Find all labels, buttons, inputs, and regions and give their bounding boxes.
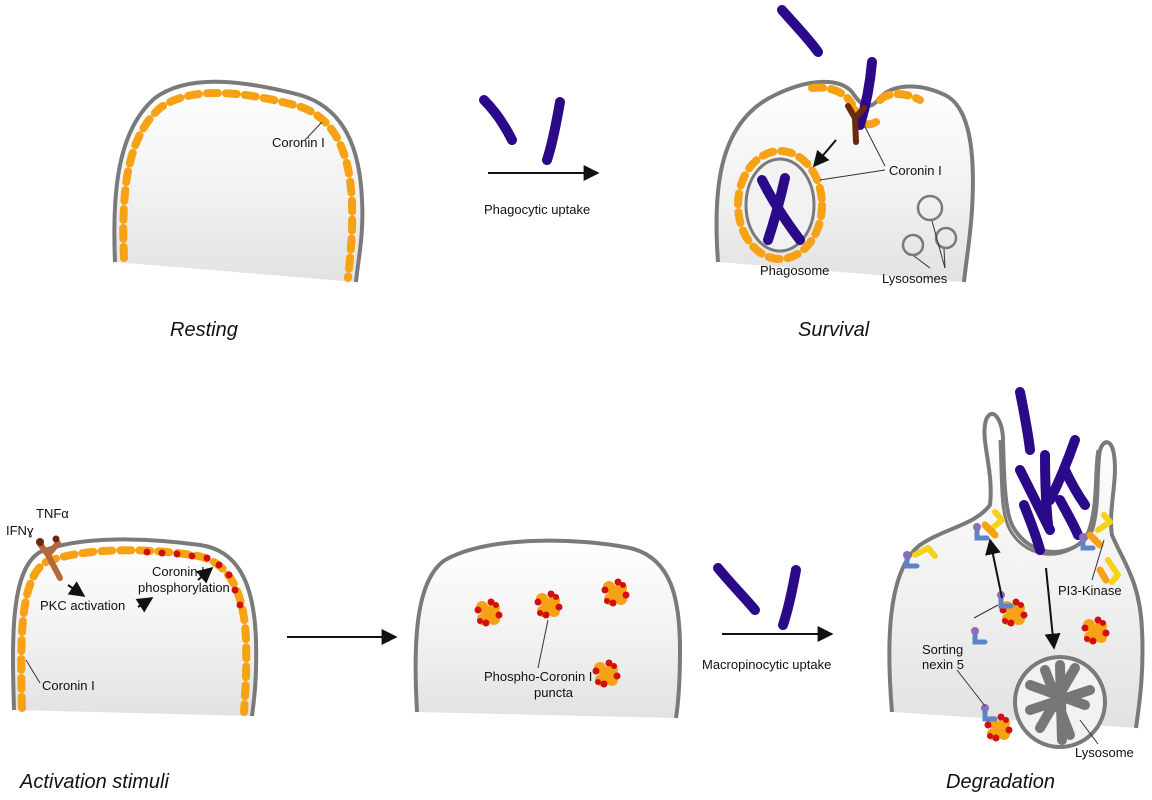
survival-coronin-leader [863, 124, 886, 167]
phagosome-label: Phagosome [760, 263, 829, 278]
phosphorylation-arrow [135, 597, 154, 613]
degraded-bacteria [1025, 660, 1095, 745]
bacterium-icon [542, 97, 565, 165]
bacterium-icon [777, 5, 823, 57]
activation-coronin-label: Coronin I [42, 678, 95, 693]
lysosome-leader [913, 255, 931, 269]
bacterium-icon [1019, 500, 1045, 555]
resting-panel: Coronin I Resting [112, 79, 365, 341]
survival-panel: Coronin I Phagosome Lysosomes Survival [714, 5, 975, 341]
phagocytic-label: Phagocytic uptake [484, 202, 590, 217]
snx-leader [973, 604, 999, 619]
puncta-label-1: Phospho-Coronin I [484, 669, 592, 684]
snx-label-1: Sorting [922, 642, 963, 657]
lysosome-leader [943, 248, 946, 269]
resting-cell-membrane [112, 79, 365, 283]
pi3k-leader [1091, 539, 1105, 581]
phosphorylation-label-1: Coronin I [152, 564, 205, 579]
receptor-icon [845, 103, 867, 145]
recycling-arrow [985, 538, 1003, 599]
survival-title: Survival [798, 319, 870, 341]
puncta-panel: Phospho-Coronin I puncta [413, 538, 683, 719]
pkc-arrow [67, 581, 86, 597]
survival-coronin-leader [819, 169, 886, 181]
bacterium-icon [1040, 450, 1053, 530]
lysosome-icon [934, 226, 958, 250]
pi3k-complex-icon [903, 545, 938, 566]
phagocytic-transition: Phagocytic uptake [479, 95, 600, 217]
internalization-arrow [812, 139, 837, 168]
lysosome-label: Lysosome [1075, 745, 1134, 760]
resting-coronin-leader [304, 121, 323, 141]
bacterium-icon [1015, 387, 1035, 455]
survival-coronin-label: Coronin I [889, 163, 942, 178]
phagosome-coronin-coat [734, 147, 826, 263]
macropinosome-lumen [998, 439, 1100, 556]
pi3k-label: PI3-Kinase [1058, 583, 1122, 598]
ifn-label: IFNɣ [6, 523, 34, 538]
lysosome-icon [901, 233, 925, 257]
macropinocytic-transition: Macropinocytic uptake [702, 563, 834, 672]
pi3k-complex-icon [1079, 512, 1113, 548]
lysosomes-label: Lysosomes [882, 271, 948, 286]
tnf-label: TNFα [36, 506, 69, 521]
pi3k-complex-icon [973, 509, 1005, 538]
lysosome-icon [916, 194, 944, 222]
puncta-label-2: puncta [534, 685, 574, 700]
macropinocytic-label: Macropinocytic uptake [702, 657, 831, 672]
survival-coronin-coat [808, 83, 924, 108]
resting-title: Resting [170, 319, 238, 341]
resting-coronin-coat [119, 89, 357, 282]
bacterium-icon [1060, 465, 1090, 510]
bacterium-icon [479, 95, 517, 145]
bacterium-icon [763, 173, 790, 245]
snx-leader [956, 669, 986, 707]
lysosome-fusion-arrow [1044, 567, 1061, 650]
puncta-leader [537, 619, 549, 669]
pkc-label: PKC activation [40, 598, 125, 613]
activation-coronin-leader [25, 659, 41, 684]
bacterium-icon [713, 563, 760, 615]
phosphorylated-coronin-dots [143, 548, 244, 609]
cytokine-receptor-icon [36, 535, 63, 581]
activation-panel: TNFα IFNɣ PKC activation Coronin I phosp… [6, 506, 259, 793]
lysosome-leader [931, 220, 946, 269]
bacterium-icon [855, 57, 877, 130]
phosphorylation-label-2: phosphorylation [138, 580, 230, 595]
bacterium-icon [1055, 495, 1083, 540]
degradation-panel: PI3-Kinase Sorting nexin 5 Lysosome Degr… [887, 387, 1145, 793]
resting-coronin-label: Coronin I [272, 135, 325, 150]
snx-label-2: nexin 5 [922, 657, 964, 672]
lysosome-leader [1079, 719, 1099, 745]
phosphorylation-arrow [195, 566, 214, 584]
degradation-title: Degradation [946, 771, 1055, 793]
pi3k-complex-icon [1096, 557, 1121, 585]
bacterium-icon [778, 565, 801, 630]
activation-title: Activation stimuli [19, 771, 169, 793]
